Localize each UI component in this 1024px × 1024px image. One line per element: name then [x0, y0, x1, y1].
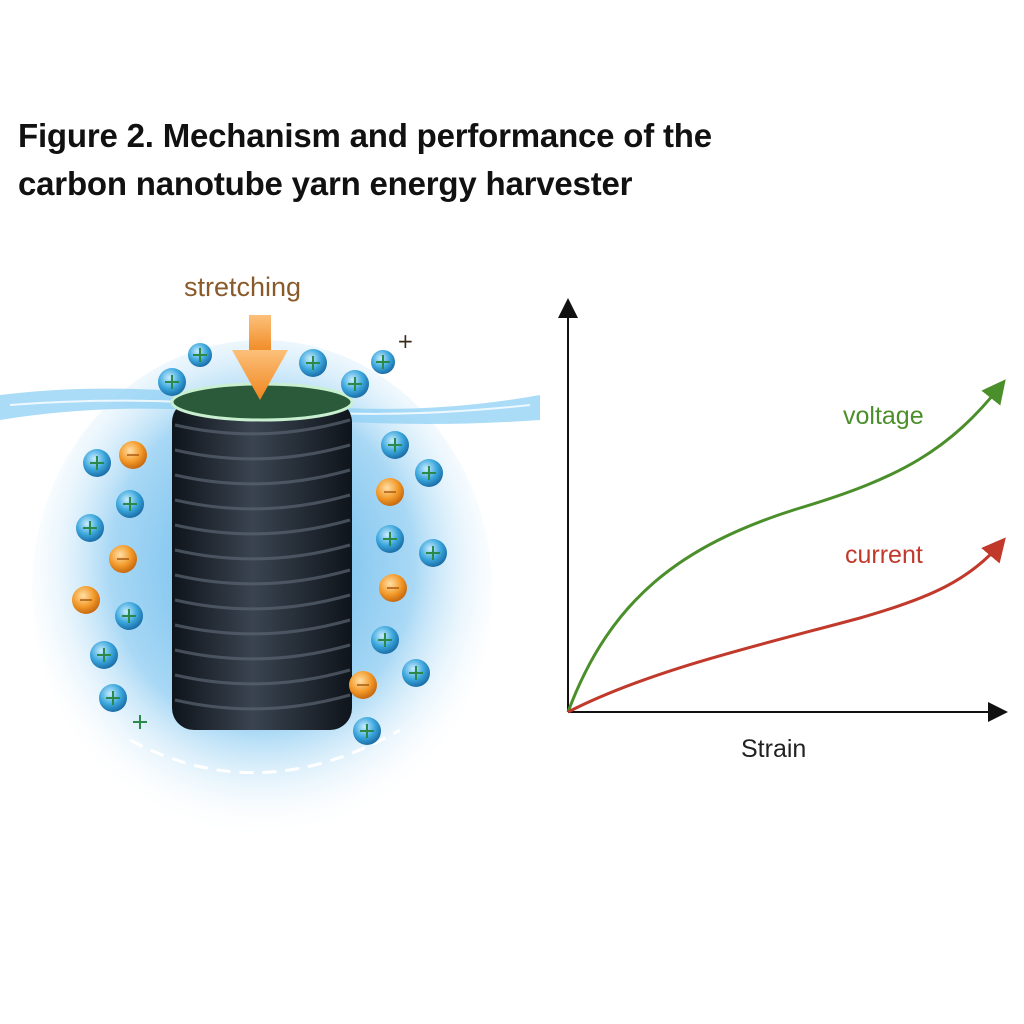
stretching-label: stretching	[184, 272, 302, 302]
plus-signs	[83, 348, 440, 738]
strain-response-chart: voltage current Strain	[558, 298, 1008, 763]
voltage-curve	[566, 379, 1006, 713]
dashed-flow-path	[129, 728, 401, 775]
svg-text:+: +	[397, 329, 414, 353]
x-axis-label: Strain	[741, 735, 806, 763]
figure-title: Figure 2. Mechanism and performance of t…	[18, 112, 712, 208]
stretching-arrow-icon	[232, 315, 288, 400]
voltage-label: voltage	[843, 402, 924, 430]
current-curve	[567, 537, 1006, 714]
figure-title-line-1: Figure 2. Mechanism and performance of t…	[18, 117, 712, 154]
carbon-nanotube-yarn	[170, 382, 354, 730]
yarn-mechanism-illustration: +	[0, 315, 540, 840]
figure-title-line-2: carbon nanotube yarn energy harvester	[18, 165, 633, 202]
current-label: current	[845, 541, 923, 569]
